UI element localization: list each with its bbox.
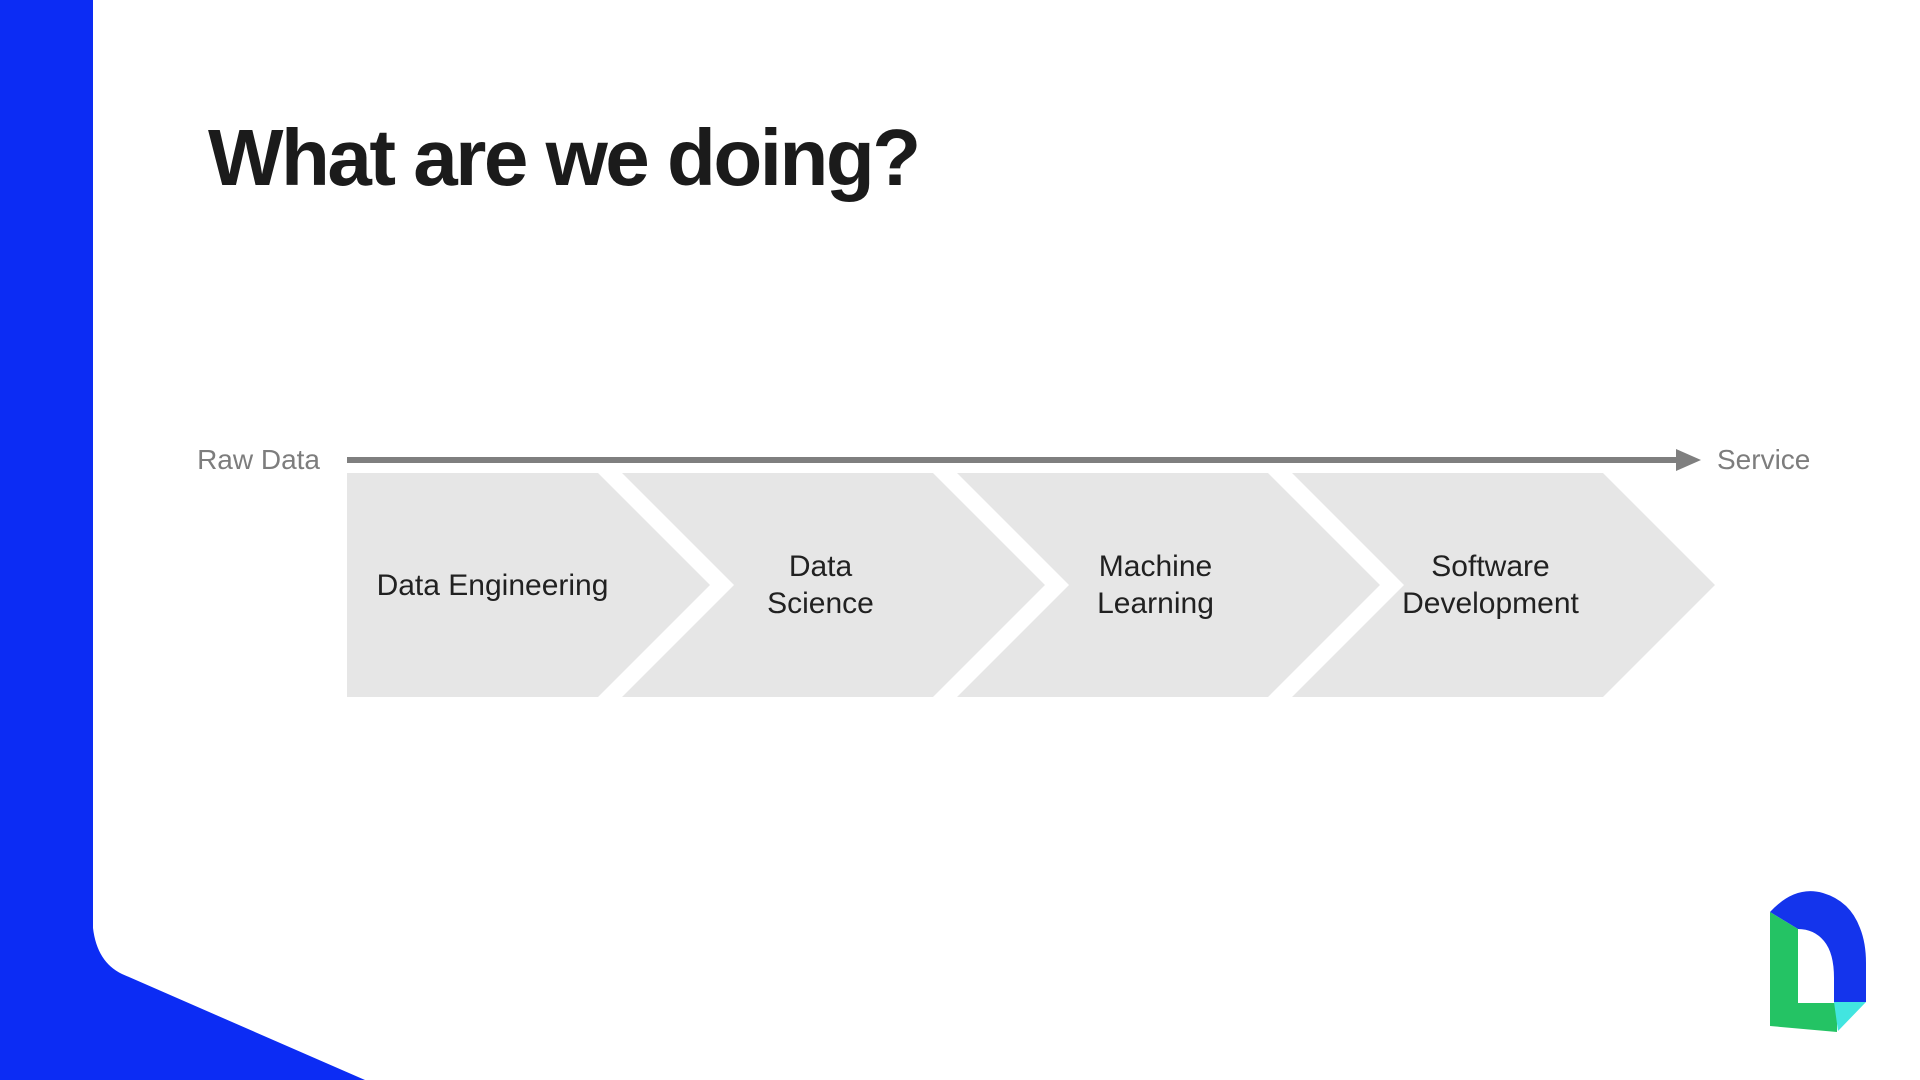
flow-arrow bbox=[347, 449, 1701, 471]
process-step-label: Development bbox=[1402, 587, 1579, 620]
process-step-label: Data Engineering bbox=[376, 568, 609, 602]
flow-arrow-head-icon bbox=[1676, 449, 1701, 471]
bottom-left-wedge bbox=[93, 920, 365, 1080]
process-step-label: Software bbox=[1431, 550, 1550, 583]
flow-start-label: Raw Data bbox=[197, 444, 320, 475]
process-step-label: Science bbox=[767, 587, 874, 620]
process-step-label: Data bbox=[788, 550, 853, 583]
process-step-label: Machine bbox=[1098, 550, 1213, 583]
process-step-label: Learning bbox=[1097, 587, 1214, 620]
logo-shadow-face bbox=[1834, 1002, 1866, 1031]
page-title: What are we doing? bbox=[208, 113, 921, 202]
flow-end-label: Service bbox=[1717, 444, 1811, 475]
sidebar-accent-bar bbox=[0, 0, 93, 1080]
logo-arch-top-face bbox=[1770, 891, 1866, 1002]
logo-front-face bbox=[1770, 912, 1837, 1032]
brand-logo-icon bbox=[1770, 891, 1866, 1032]
